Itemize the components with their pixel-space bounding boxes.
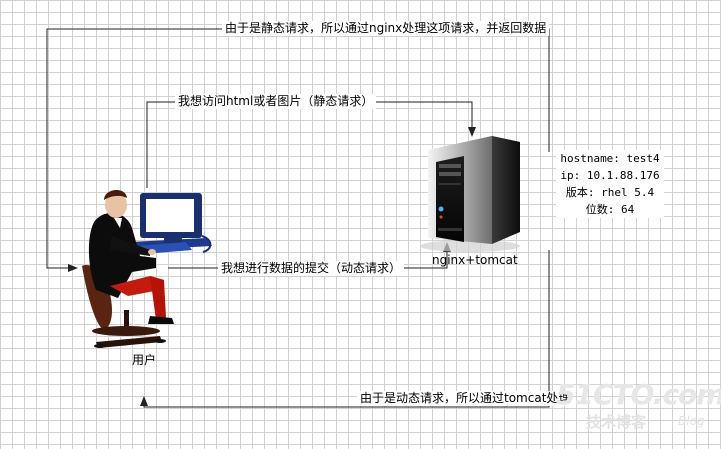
dynamic-request-label: 我想进行数据的提交（动态请求） <box>218 261 405 276</box>
dynamic-response-label: 由于是动态请求，所以通过tomcat处理 <box>357 391 574 406</box>
server-ip: ip: 10.1.88.176 <box>560 169 660 182</box>
server-hostname: hostname: test4 <box>560 152 660 165</box>
server-os-version: 版本: rhel 5.4 <box>565 186 655 199</box>
server-label: nginx+tomcat <box>432 253 518 267</box>
dynamic-response-connector <box>140 250 550 408</box>
server-info: hostname: test4 ip: 10.1.88.176 版本: rhel… <box>556 150 664 218</box>
watermark-site: 51CTO.com <box>556 378 721 411</box>
static-response-label: 由于是静态请求，所以通过nginx处理这项请求，并返回数据 <box>222 21 550 36</box>
server-icon <box>420 136 520 252</box>
server-bits: 位数: 64 <box>585 203 635 216</box>
user-label: 用户 <box>132 353 157 367</box>
watermark-sub: 技术博客 <box>586 413 647 431</box>
static-request-label: 我想访问html或者图片（静态请求） <box>175 94 377 109</box>
watermark-blog: Blog <box>678 414 705 428</box>
user-at-computer-icon <box>82 189 212 348</box>
static-response-connector <box>46 28 550 272</box>
static-request-connector <box>146 101 476 188</box>
